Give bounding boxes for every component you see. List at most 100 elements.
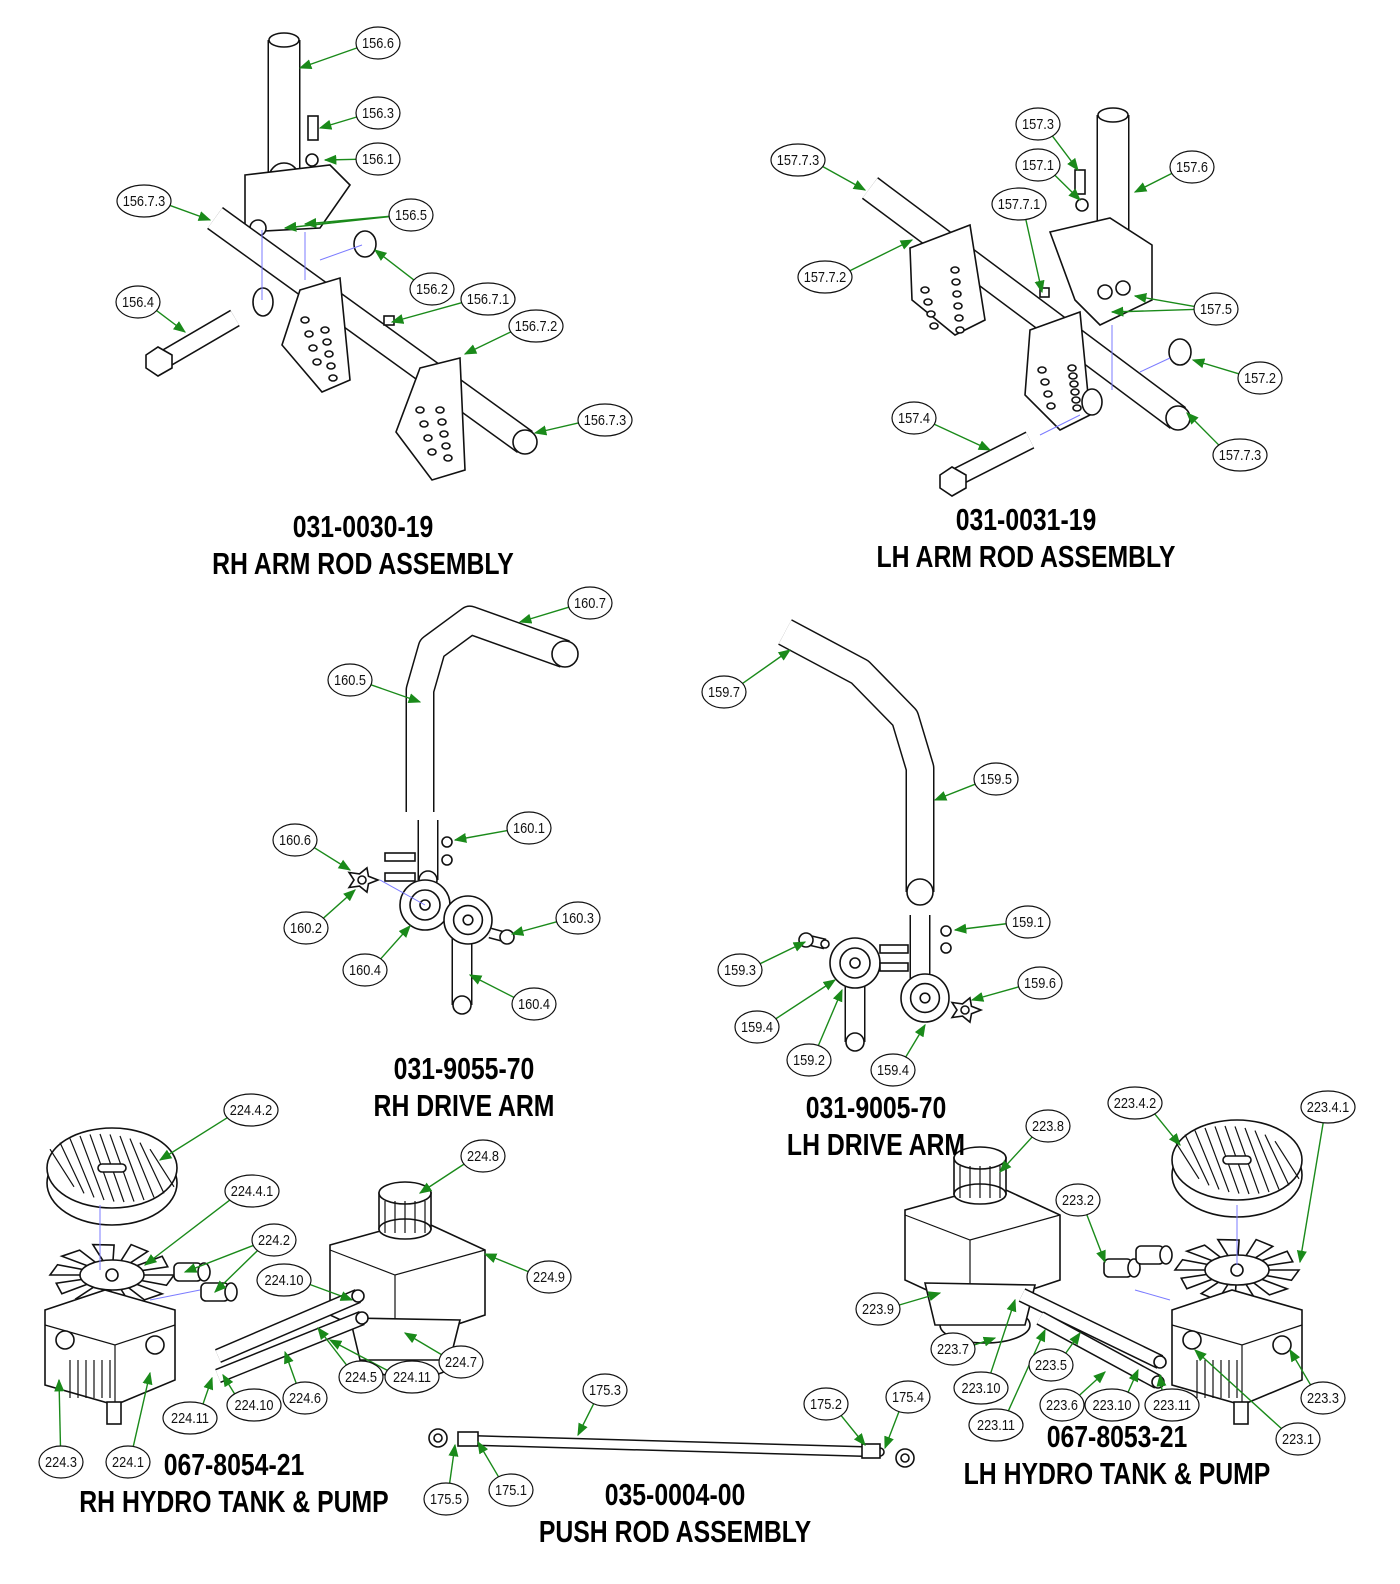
- callout-bubble: [224, 1174, 280, 1208]
- callout-224-11: 224.11: [162, 1401, 218, 1435]
- tank-224-cap-top: [378, 1181, 432, 1205]
- part-number: 031-9005-70: [806, 1090, 947, 1124]
- plate-hole: [1071, 396, 1081, 404]
- plate-hole: [415, 406, 425, 414]
- callout-224-3: 224.3: [38, 1445, 84, 1479]
- callout-label: 224.4.2: [230, 1101, 273, 1118]
- pin-head: [798, 932, 814, 948]
- callout-label: 157.2: [1244, 369, 1276, 386]
- leader-arrow: [323, 154, 357, 165]
- callout-bubble: [105, 1445, 151, 1479]
- callout-label: 224.6: [289, 1389, 321, 1406]
- callout-label: 160.6: [279, 831, 311, 848]
- callout-label: 223.8: [1032, 1117, 1064, 1134]
- callout-223-1: 223.1: [1275, 1422, 1321, 1456]
- callout-bubble: [870, 1053, 916, 1087]
- leader-arrow: [1156, 1373, 1167, 1391]
- callout-223-11: 223.11: [1144, 1388, 1200, 1422]
- leader-arrow: [380, 925, 411, 960]
- leader-arrow: [322, 889, 356, 919]
- callout-bubble: [1005, 905, 1051, 939]
- pin-156-7-1: [383, 315, 395, 326]
- cooling-rib: [1244, 1127, 1270, 1193]
- leader-arrow: [1191, 358, 1239, 375]
- plate-hole: [308, 344, 318, 352]
- callout-bubble: [891, 401, 937, 435]
- leader-arrow: [1127, 1368, 1139, 1393]
- callout-224-1: 224.1: [105, 1445, 151, 1479]
- callout-160-3: 160.3: [555, 901, 601, 935]
- callout-160-1: 160.1: [506, 811, 552, 845]
- leader-arrow: [905, 1023, 926, 1058]
- callout-156-2: 156.2: [409, 272, 455, 306]
- callout-bubble: [555, 901, 601, 935]
- callout-label: 159.4: [741, 1018, 773, 1035]
- pulley-159-4-hub: [849, 957, 861, 969]
- callout-bubble: [1300, 1381, 1346, 1415]
- callout-224-2: 224.2: [251, 1223, 297, 1257]
- arm-rod-157-7-fill: [862, 178, 1186, 428]
- bracket-hole: [1097, 284, 1113, 300]
- callout-bubble: [797, 260, 853, 294]
- fan-cover-223-4-2-slot: [1222, 1155, 1252, 1165]
- arm-plate-156: [281, 276, 351, 393]
- leader-arrow: [1133, 172, 1173, 193]
- plate-hole: [923, 298, 933, 306]
- pump-223-1-shaft: [1233, 1401, 1249, 1425]
- callout-bubble: [38, 1445, 84, 1479]
- callout-label: 223.4.2: [1114, 1094, 1157, 1111]
- fitting-223-2b-end: [1159, 1245, 1173, 1265]
- leader-arrow: [158, 1117, 228, 1161]
- callout-bubble: [1107, 1086, 1163, 1120]
- callout-label: 224.9: [533, 1268, 565, 1285]
- leader-arrow: [390, 302, 462, 324]
- leader-arrow: [1194, 1349, 1282, 1430]
- callout-bubble: [885, 1380, 931, 1414]
- plate-hole: [1069, 380, 1079, 388]
- callout-bubble: [508, 309, 564, 343]
- callout-label: 224.4.1: [231, 1182, 274, 1199]
- plate-hole: [320, 326, 330, 334]
- cooling-rib: [1254, 1130, 1280, 1190]
- leader-lines: [54, 47, 1324, 1484]
- assembly-name: RH HYDRO TANK & PUMP: [79, 1484, 388, 1518]
- part-number: 035-0004-00: [605, 1477, 746, 1511]
- leader-arrow: [202, 1376, 214, 1405]
- leader-arrow: [933, 783, 976, 801]
- callout-bubble: [1028, 1348, 1074, 1382]
- callout-223-5: 223.5: [1028, 1348, 1074, 1382]
- callout-label: 223.3: [1307, 1389, 1339, 1406]
- part-number: 031-0030-19: [293, 509, 434, 543]
- callout-bubble: [506, 811, 552, 845]
- callout-label: 223.6: [1046, 1396, 1078, 1413]
- plate-hole: [955, 326, 965, 334]
- callout-bubble: [717, 953, 763, 987]
- leader-arrow: [1086, 1214, 1106, 1264]
- callout-157-7-1: 157.7.1: [991, 187, 1047, 221]
- leader-arrow: [318, 116, 357, 130]
- leader-arrow: [448, 1443, 459, 1484]
- callout-label: 159.5: [980, 770, 1012, 787]
- cooling-rib: [119, 1135, 145, 1201]
- plate-hole: [920, 286, 930, 294]
- leader-arrow: [817, 988, 843, 1046]
- callout-224-11: 224.11: [384, 1360, 440, 1394]
- callout-224-4-1: 224.4.1: [224, 1174, 280, 1208]
- pump-224-1-port: [55, 1330, 75, 1350]
- plate-hole: [326, 362, 336, 370]
- callout-160-4: 160.4: [511, 987, 557, 1021]
- callout-224-10: 224.10: [256, 1263, 312, 1297]
- leader-arrow: [510, 921, 557, 936]
- callout-bubble: [223, 1093, 279, 1127]
- knob-159-6-hole: [960, 1005, 970, 1015]
- callout-label: 156.5: [395, 206, 427, 223]
- callout-bubble: [770, 143, 826, 177]
- callout-159-4: 159.4: [734, 1010, 780, 1044]
- callout-bubble: [423, 1482, 469, 1516]
- callout-label: 156.6: [362, 34, 394, 51]
- callout-label: 159.6: [1024, 974, 1056, 991]
- callout-157-7-2: 157.7.2: [797, 260, 853, 294]
- callout-label: 160.3: [562, 909, 594, 926]
